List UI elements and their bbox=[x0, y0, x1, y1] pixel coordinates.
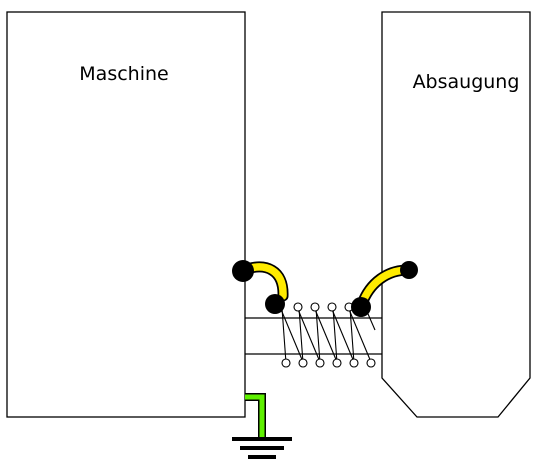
right-terminal-extraction bbox=[400, 261, 418, 279]
right-terminal-hose bbox=[351, 297, 371, 317]
hose-spiral bbox=[279, 302, 376, 368]
extraction-box bbox=[381, 11, 531, 418]
left-terminal-machine bbox=[232, 260, 254, 282]
machine-label: Maschine bbox=[79, 63, 168, 85]
right-bridge-wire bbox=[351, 261, 418, 317]
left-bridge-wire bbox=[232, 260, 289, 314]
machine-box bbox=[6, 11, 246, 418]
extraction-label: Absaugung bbox=[413, 71, 520, 93]
ground-wire bbox=[245, 393, 266, 437]
earth-ground-icon bbox=[232, 437, 292, 459]
left-terminal-hose bbox=[265, 294, 285, 314]
